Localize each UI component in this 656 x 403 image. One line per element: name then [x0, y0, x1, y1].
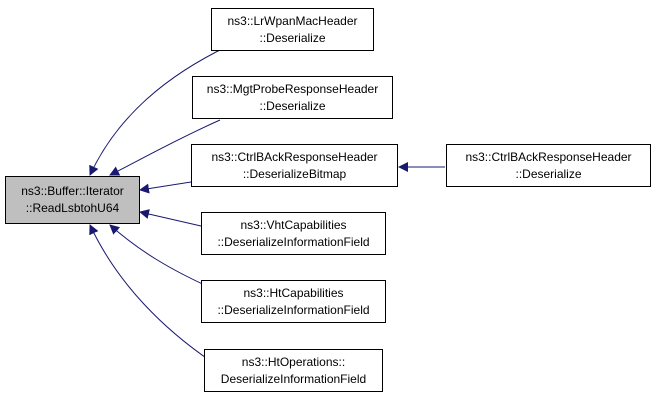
node-label-line2: ::ReadLsbtohU64	[25, 201, 120, 215]
node-label-line2: ::Deserialize	[259, 98, 326, 113]
node-label-line1: ns3::HtOperations::	[241, 354, 346, 369]
edge-lrwpan-to-root	[89, 45, 229, 176]
node-label-line2: ::Deserialize	[259, 30, 326, 45]
node-label-line2: DeserializeInformationField	[220, 371, 367, 386]
node-vhtcapabilities-deserializeinformationfield[interactable]: ns3::VhtCapabilities ::DeserializeInform…	[201, 212, 386, 255]
node-buffer-iterator-readlsbtohu64[interactable]: ns3::Buffer::Iterator ::ReadLsbtohU64	[5, 176, 140, 224]
node-ctrlbackresponseheader-deserialize[interactable]: ns3::CtrlBAckResponseHeader ::Deserializ…	[446, 144, 651, 187]
node-label-line1: ns3::CtrlBAckResponseHeader	[211, 149, 378, 164]
node-label-line1: ns3::CtrlBAckResponseHeader	[465, 149, 632, 164]
node-label-line1: ns3::VhtCapabilities	[240, 217, 347, 232]
edge-htops-to-root	[89, 224, 213, 363]
node-htoperations-deserializeinformationfield[interactable]: ns3::HtOperations:: DeserializeInformati…	[204, 349, 383, 392]
node-label-line1: ns3::Buffer::Iterator	[21, 184, 124, 198]
edge-ctrlbitmap-to-root	[139, 181, 192, 194]
node-label-line2: ::DeserializeBitmap	[242, 166, 347, 181]
node-ctrlbackresponseheader-deserializebitmap[interactable]: ns3::CtrlBAckResponseHeader ::Deserializ…	[191, 144, 398, 187]
node-label-line2: ::Deserialize	[515, 166, 582, 181]
node-label-line1: ns3::HtCapabilities	[243, 285, 344, 300]
node-label-line2: ::DeserializeInformationField	[217, 234, 370, 249]
node-lrwpanmacheader-deserialize[interactable]: ns3::LrWpanMacHeader ::Deserialize	[211, 8, 374, 51]
node-htcapabilities-deserializeinformationfield[interactable]: ns3::HtCapabilities ::DeserializeInforma…	[201, 280, 386, 323]
node-mgtproberesponseheader-deserialize[interactable]: ns3::MgtProbeResponseHeader ::Deserializ…	[192, 76, 393, 119]
edge-vht-to-root	[139, 209, 202, 227]
node-label-line1: ns3::MgtProbeResponseHeader	[206, 81, 379, 96]
node-label-line2: ::DeserializeInformationField	[217, 302, 370, 317]
edge-mgtprobe-to-root	[109, 119, 221, 176]
node-label-line1: ns3::LrWpanMacHeader	[227, 13, 358, 28]
